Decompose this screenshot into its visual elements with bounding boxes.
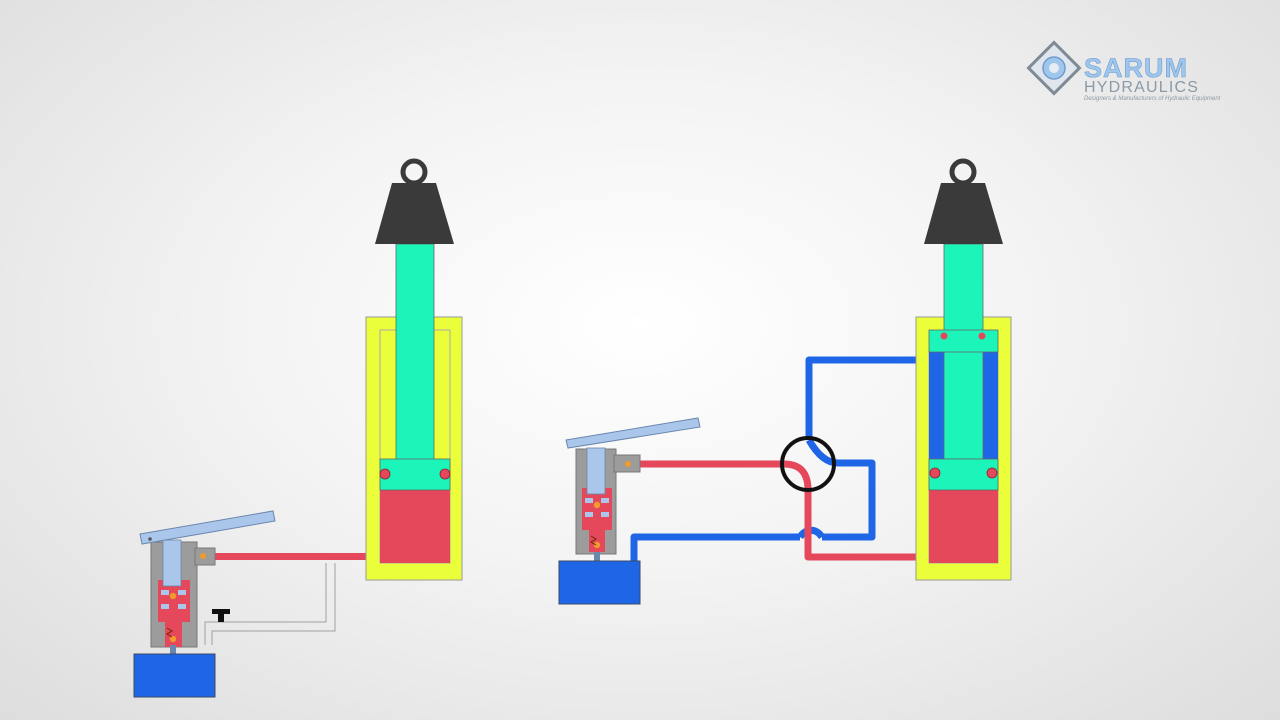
pump-plunger bbox=[162, 539, 182, 587]
load-weight bbox=[375, 158, 454, 244]
piston-rod bbox=[379, 243, 451, 491]
check-ball bbox=[200, 553, 206, 559]
hand-pump bbox=[575, 447, 641, 564]
single-acting-diagram bbox=[133, 158, 463, 698]
cylinder-pressure-chamber bbox=[929, 489, 998, 563]
piston-seal bbox=[929, 467, 941, 479]
pump-lever[interactable] bbox=[139, 510, 276, 545]
pump-lever[interactable] bbox=[565, 417, 701, 449]
check-ball bbox=[625, 461, 631, 467]
release-valve-tee bbox=[212, 609, 230, 622]
check-ball bbox=[593, 501, 601, 509]
sarum-logo: SARUM HYDRAULICS Designers & Manufacture… bbox=[1026, 40, 1236, 104]
piston-seal bbox=[439, 468, 451, 480]
check-ball bbox=[593, 541, 601, 549]
logo-name: SARUM bbox=[1084, 53, 1188, 83]
piston-seal bbox=[379, 468, 391, 480]
directional-valve[interactable] bbox=[780, 436, 836, 492]
pump-plunger bbox=[586, 447, 606, 495]
cylinder-pressure-chamber bbox=[380, 489, 450, 563]
rod-seal bbox=[940, 332, 948, 340]
pressure-line bbox=[212, 553, 380, 560]
hand-pump bbox=[150, 539, 216, 660]
return-line bbox=[630, 356, 929, 562]
rod-seal bbox=[978, 332, 986, 340]
piston-seal bbox=[986, 467, 998, 479]
double-acting-diagram bbox=[558, 158, 1012, 605]
pressure-line bbox=[632, 460, 929, 561]
load-weight bbox=[924, 158, 1003, 244]
logo-division: HYDRAULICS bbox=[1084, 79, 1200, 96]
oil-tank bbox=[558, 560, 641, 605]
check-ball bbox=[169, 635, 177, 643]
check-ball bbox=[169, 592, 177, 600]
sarum-diamond-icon bbox=[1026, 40, 1082, 96]
piston-rod bbox=[928, 243, 999, 491]
oil-tank bbox=[133, 653, 216, 698]
release-line bbox=[204, 563, 336, 645]
logo-tagline: Designers & Manufacturers of Hydraulic E… bbox=[1084, 96, 1221, 102]
